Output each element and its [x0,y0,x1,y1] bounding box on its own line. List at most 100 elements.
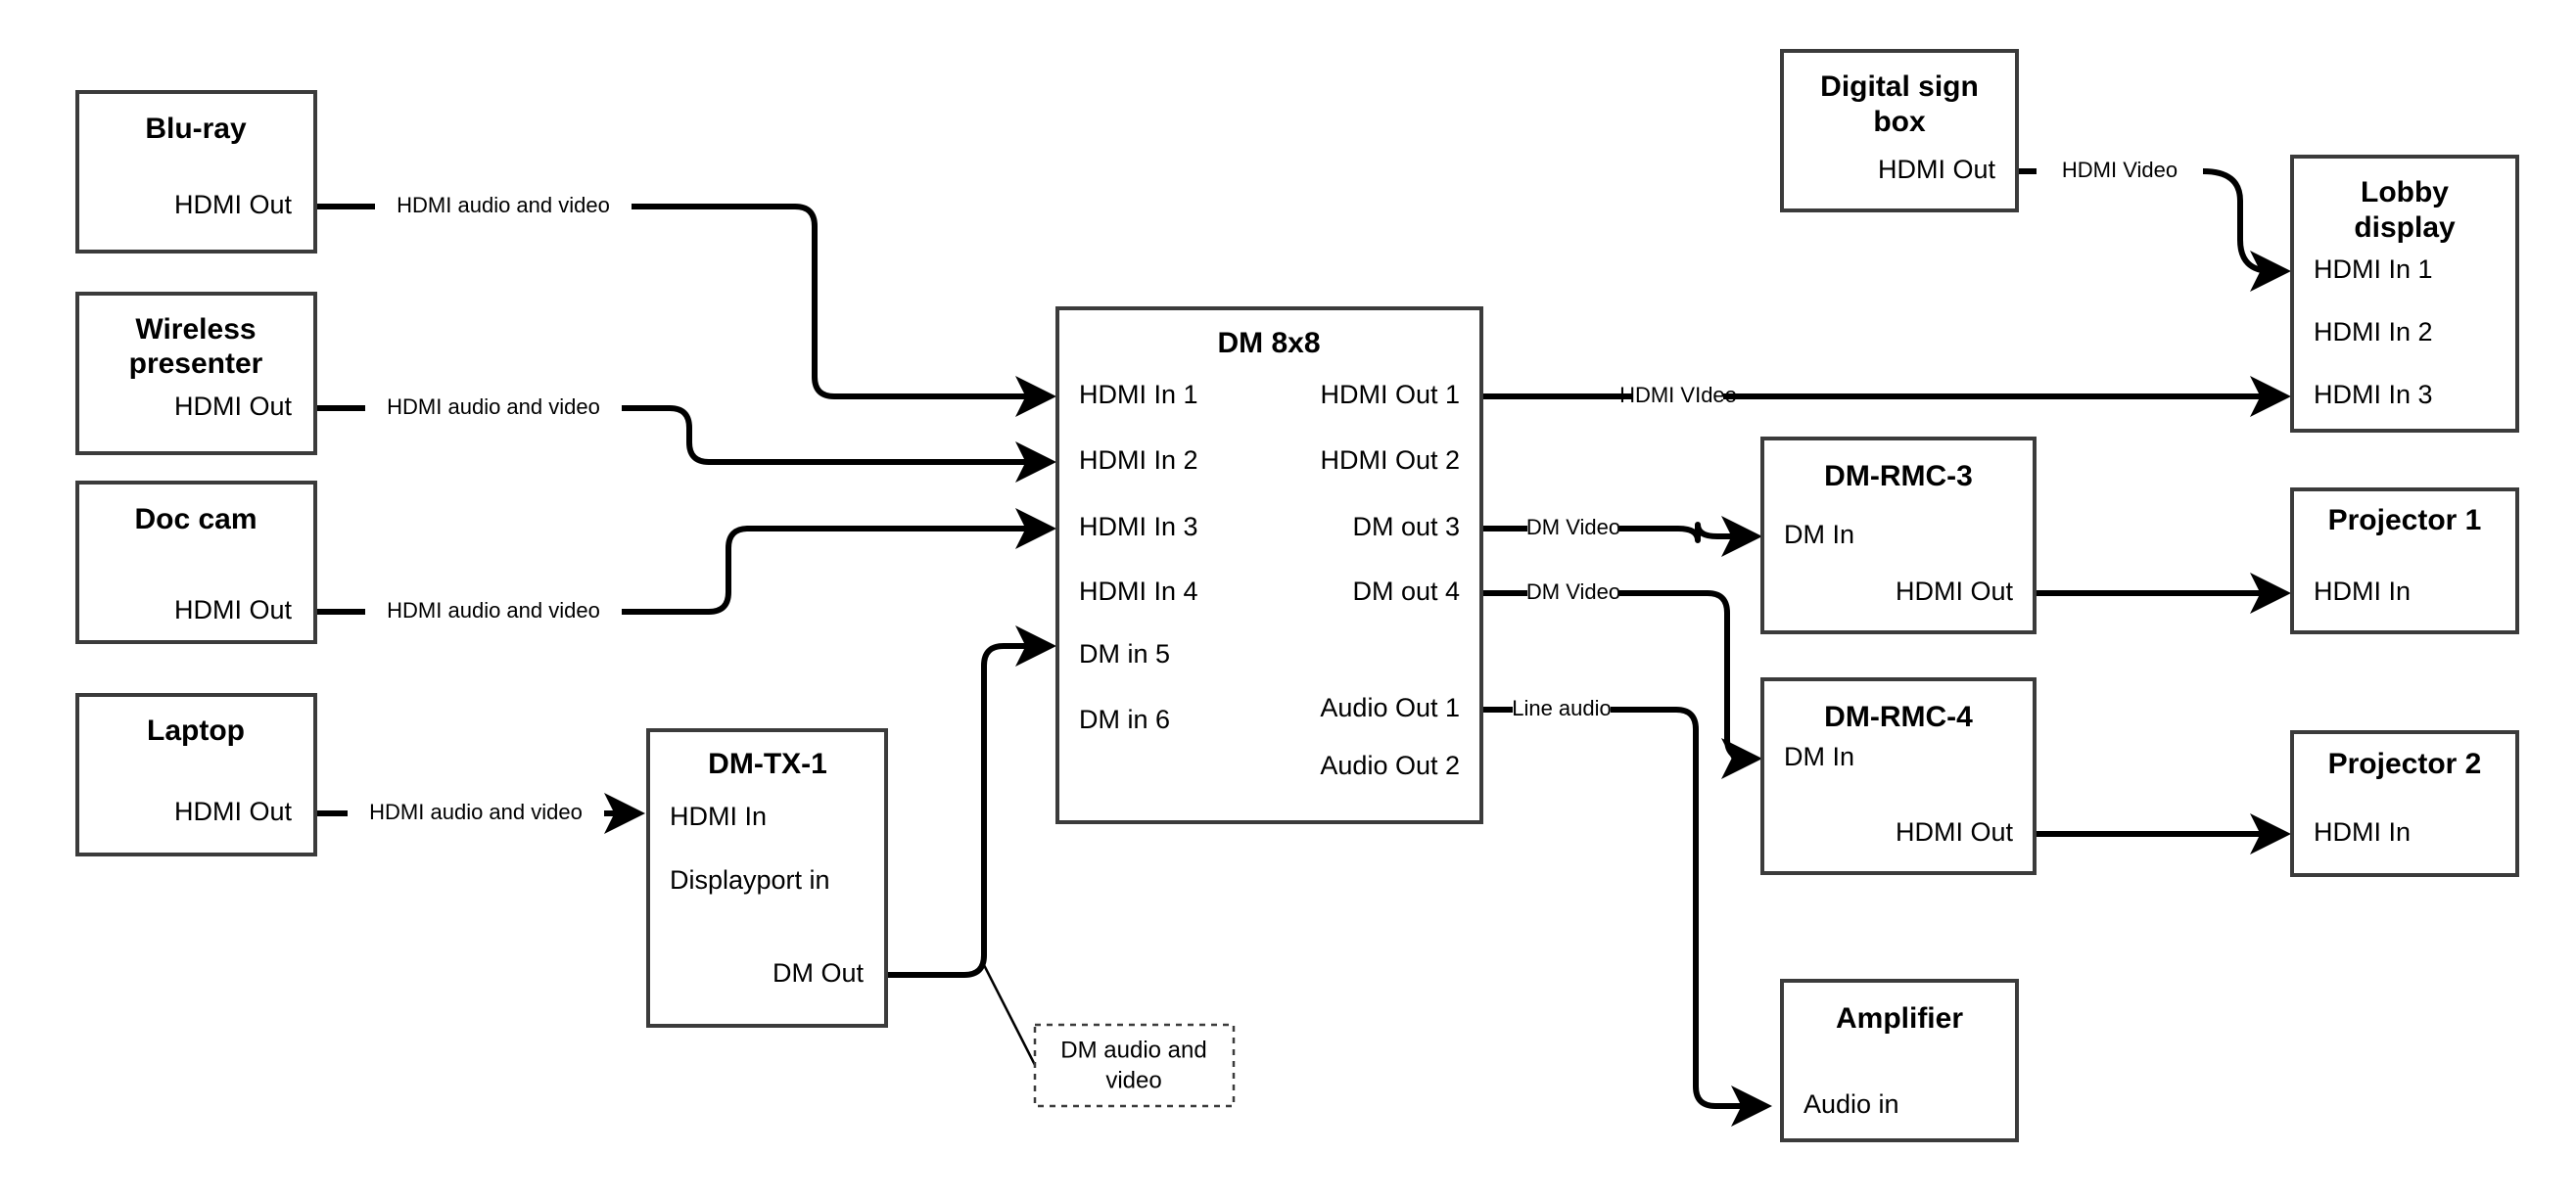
node-amplifier[interactable]: Amplifier Audio in [1780,979,2019,1142]
edge-label-laptop-to-dmtx1: HDMI audio and video [369,800,583,824]
wireless-presenter-title-line1: Wireless [135,313,256,346]
callout-box [1033,1023,1236,1108]
dm-8x8-output-hdmi-out-1: HDMI Out 1 [1320,380,1460,409]
dm-tx-1-port-dm-out: DM Out [773,958,865,988]
wire-dm8x8-out4-to-dmrmc4 [1481,590,1756,759]
digital-sign-box[interactable] [1780,49,2019,212]
wire-dm8x8-audioout1-to-amplifier [1481,707,1765,1106]
callout-text-line2: video [1105,1067,1161,1093]
node-wireless-presenter[interactable]: Wireless presenter HDMI Out [75,292,317,455]
blu-ray-box[interactable] [75,90,317,254]
laptop-port-hdmi-out: HDMI Out [174,797,293,826]
dm-8x8-output-audio-out-1: Audio Out 1 [1320,693,1460,722]
dm-8x8-input-hdmi-in-3: HDMI In 3 [1079,512,1198,541]
dm-8x8-output-dm-out-3: DM out 3 [1352,512,1460,541]
digital-sign-title-line2: box [1873,106,1926,138]
dm-tx-1-title: DM-TX-1 [708,748,827,780]
label-bg-bluray [375,192,632,221]
node-dm-tx-1[interactable]: DM-TX-1 HDMI In Displayport in DM Out [646,728,888,1028]
doc-cam-title: Doc cam [134,503,257,535]
callout-text-line1: DM audio and [1060,1037,1206,1063]
node-digital-sign-box[interactable]: Digital sign box HDMI Out [1780,49,2019,212]
node-dm-rmc-4[interactable]: DM-RMC-4 DM In HDMI Out [1760,677,2037,875]
projector-1-title: Projector 1 [2328,504,2482,536]
projector-1-box[interactable] [2290,487,2519,634]
wireless-presenter-box[interactable] [75,292,317,455]
label-bg-laptop [348,799,604,828]
laptop-box[interactable] [75,693,317,856]
projector-2-title: Projector 2 [2328,748,2482,780]
dm-tx-1-port-displayport-in: Displayport in [670,865,830,895]
dm-8x8-input-hdmi-in-4: HDMI In 4 [1079,577,1198,606]
laptop-title: Laptop [147,715,245,747]
wireless-presenter-title-line2: presenter [129,347,263,380]
dm-8x8-output-audio-out-2: Audio Out 2 [1320,751,1460,780]
dm-8x8-input-dm-in-5: DM in 5 [1079,639,1170,669]
edge-label-dm8x8-out4-dm-video: DM Video [1526,579,1620,604]
lobby-display-box[interactable] [2290,155,2519,433]
edge-label-wireless-to-dm8x8: HDMI audio and video [387,394,600,419]
amplifier-port-audio-in: Audio in [1803,1089,1899,1119]
dm-tx-1-box[interactable] [646,728,888,1028]
node-dm-rmc-3[interactable]: DM-RMC-3 DM In HDMI Out [1760,437,2037,634]
dm-rmc-3-port-hdmi-out: HDMI Out [1896,577,2014,606]
amplifier-box[interactable] [1780,979,2019,1142]
callout-leader-line [980,960,1037,1066]
doc-cam-port-hdmi-out: HDMI Out [174,595,293,624]
wire-bluray-to-dm8x8-in1 [315,204,1056,417]
digital-sign-title-line1: Digital sign [1820,70,1979,103]
projector-2-box[interactable] [2290,730,2519,877]
node-doc-cam[interactable]: Doc cam HDMI Out [75,481,317,644]
node-lobby-display[interactable]: Lobby display HDMI In 1 HDMI In 2 HDMI I… [2290,155,2519,433]
edge-label-doccam-to-dm8x8: HDMI audio and video [387,598,600,623]
node-projector-1[interactable]: Projector 1 HDMI In [2290,487,2519,634]
edge-label-bluray-to-dm8x8: HDMI audio and video [397,193,610,217]
doc-cam-box[interactable] [75,481,317,644]
dm-rmc-3-title: DM-RMC-3 [1824,460,1973,492]
edge-label-group: HDMI audio and video HDMI audio and vide… [348,158,2178,828]
edge-label-audio-out1-line-audio: Line audio [1512,696,1612,720]
dm-rmc-4-box[interactable] [1760,677,2037,875]
projector-2-port-hdmi-in: HDMI In [2314,817,2411,847]
edge-label-digitalsign-hdmi-video: HDMI Video [2062,158,2178,182]
dm-8x8-box[interactable] [1055,306,1483,824]
dm-8x8-input-hdmi-in-2: HDMI In 2 [1079,445,1198,475]
node-projector-2[interactable]: Projector 2 HDMI In [2290,730,2519,877]
wireless-presenter-port-hdmi-out: HDMI Out [174,392,293,421]
dm-rmc-3-port-dm-in: DM In [1784,520,1854,549]
wire-digitalsign-to-lobby-in1 [2017,168,2284,271]
dm-rmc-4-port-hdmi-out: HDMI Out [1896,817,2014,847]
label-bg-doccam [365,597,622,626]
dm-8x8-input-hdmi-in-1: HDMI In 1 [1079,380,1198,409]
callout-dm-audio-and-video: DM audio and video [1033,1023,1236,1108]
blu-ray-title: Blu-ray [145,113,247,145]
wire-dmtx1-to-dm8x8-in5 [886,625,1056,978]
dm-8x8-title: DM 8x8 [1217,327,1320,359]
dm-rmc-4-title: DM-RMC-4 [1824,701,1973,733]
lobby-display-input-hdmi-in-3: HDMI In 3 [2314,380,2433,409]
lobby-display-title-line1: Lobby [2361,176,2449,208]
lobby-display-input-hdmi-in-1: HDMI In 1 [2314,254,2433,284]
dm-rmc-4-port-dm-in: DM In [1784,742,1854,771]
wire-doccam-to-dm8x8-in3 [315,508,1056,615]
edge-label-dm8x8-out3-dm-video: DM Video [1526,515,1620,539]
dm-rmc-3-box[interactable] [1760,437,2037,634]
projector-1-port-hdmi-in: HDMI In [2314,577,2411,606]
dm-8x8-output-dm-out-4: DM out 4 [1352,577,1460,606]
wire-wireless-to-dm8x8-in2 [315,405,1056,483]
lobby-display-title-line2: display [2354,211,2456,244]
node-laptop[interactable]: Laptop HDMI Out [75,693,317,856]
dm-8x8-input-dm-in-6: DM in 6 [1079,705,1170,734]
dm-tx-1-port-hdmi-in: HDMI In [670,802,767,831]
amplifier-title: Amplifier [1836,1002,1963,1035]
edge-label-dm8x8-out1-hdmi-video: HDMI VIdeo [1619,383,1737,407]
label-bg-wireless [365,393,622,423]
node-blu-ray[interactable]: Blu-ray HDMI Out [75,90,317,254]
blu-ray-port-hdmi-out: HDMI Out [174,190,293,219]
dm-8x8-output-hdmi-out-2: HDMI Out 2 [1320,445,1460,475]
lobby-display-input-hdmi-in-2: HDMI In 2 [2314,317,2433,346]
wire-dm8x8-out3-to-dmrmc3 [1481,525,1756,540]
node-dm-8x8[interactable]: DM 8x8 HDMI In 1 HDMI In 2 HDMI In 3 HDM… [1055,306,1483,824]
